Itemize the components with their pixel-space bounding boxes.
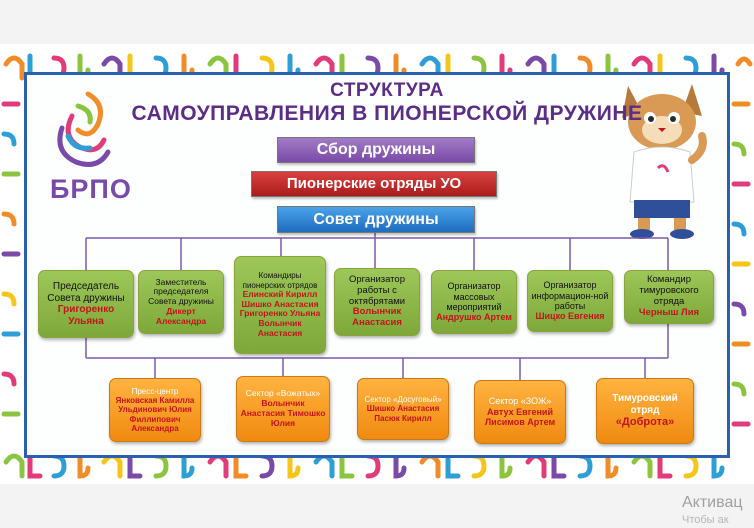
sector-box-2: Сектор «Вожатых» Волынчик Анастасия Тимо…: [236, 376, 330, 442]
member-name: Елинский Кирилл Шишко Анастасия Григорен…: [239, 288, 321, 338]
member-box-1: Председатель Совета дружины Григоренко У…: [38, 270, 134, 338]
sector-box-1: Пресс-центр Янковская Камилла Ульдинович…: [109, 378, 201, 442]
pioneer-units-bar: Пионерские отряды УО: [251, 171, 497, 197]
member-name: Дикерт Александра: [155, 305, 207, 326]
member-role: Командир тимуровского отряда: [639, 274, 699, 307]
activation-watermark: Активац: [682, 494, 743, 511]
member-role: Организатор работы с октябрятами: [348, 273, 406, 307]
sector-box-5: Тимуровский отряд «Доброта»: [596, 378, 694, 444]
member-role: Командиры пионерских отрядов: [242, 271, 318, 290]
sector-title: Сектор «ЗОЖ»: [488, 396, 552, 407]
sector-members: Янковская Камилла Ульдинович Юлия Филлип…: [115, 396, 195, 433]
member-box-2: Заместитель председателя Совета дружины …: [138, 270, 224, 334]
member-box-5: Организатор массовых мероприятий Андрушк…: [431, 270, 517, 334]
activation-watermark-sub: Чтобы ак: [682, 514, 729, 526]
sector-members: Волынчик Анастасия Тимошко Юлия: [240, 398, 326, 428]
title-line-2: САМОУПРАВЛЕНИЯ В ПИОНЕРСКОЙ ДРУЖИНЕ: [131, 102, 643, 125]
sector-title: Сектор «Досуговый»: [364, 395, 442, 405]
sector-box-4: Сектор «ЗОЖ» Автух Евгений Лисимов Артем: [474, 380, 566, 444]
sector-box-3: Сектор «Досуговый» Шишко Анастасия Пасюк…: [357, 378, 449, 440]
member-name: Андрушко Артем: [436, 312, 512, 323]
member-box-4: Организатор работы с октябрятами Волынчи…: [334, 268, 420, 336]
sector-members: Шишко Анастасия Пасюк Кирилл: [366, 404, 440, 423]
member-box-3: Командиры пионерских отрядов Елинский Ки…: [234, 256, 326, 354]
member-name: Шицко Евгения: [535, 311, 605, 322]
sector-members: Автух Евгений Лисимов Артем: [484, 406, 556, 428]
member-name: Волынчик Анастасия: [352, 306, 402, 329]
sector-title: Тимуровский отряд: [612, 393, 678, 416]
logo-text: БРПО: [50, 174, 132, 204]
member-box-6: Организатор информацион-ной работы Шицко…: [527, 270, 613, 332]
member-role: Председатель Совета дружины: [47, 281, 125, 304]
assembly-bar: Сбор дружины: [277, 137, 475, 163]
council-bar: Совет дружины: [277, 206, 475, 233]
member-name: Черныш Лия: [638, 306, 700, 318]
title-line-1: СТРУКТУРА: [330, 80, 444, 101]
member-name: Григоренко Ульяна: [57, 304, 115, 327]
member-role: Организатор массовых мероприятий: [446, 281, 502, 312]
sector-title: Сектор «Вожатых»: [245, 388, 321, 399]
lynx-mascot-icon: [622, 84, 707, 239]
sector-members: «Доброта»: [615, 416, 675, 429]
member-role: Организатор информацион-ной работы: [531, 280, 609, 311]
member-box-7: Командир тимуровского отряда Черныш Лия: [624, 270, 714, 324]
brpo-logo-icon: [57, 91, 111, 167]
member-role: Заместитель председателя Совета дружины: [148, 276, 214, 307]
sector-title: Пресс-центр: [131, 387, 179, 397]
